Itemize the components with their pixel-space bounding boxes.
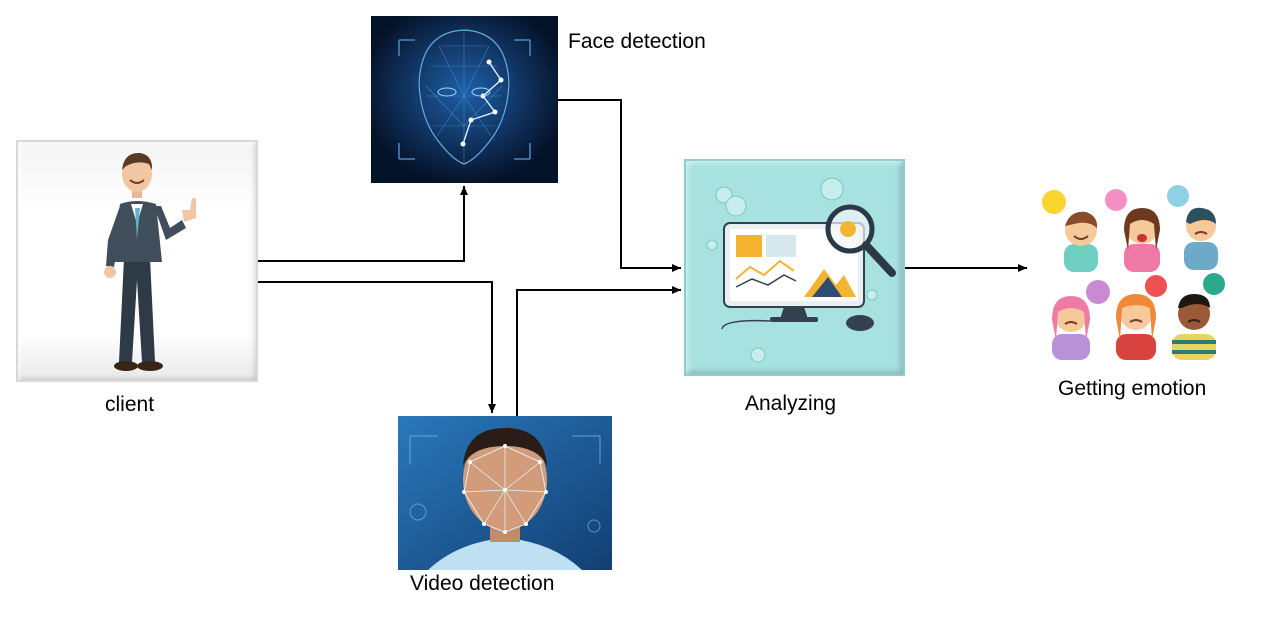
monitor-analytics-magnifier-icon <box>706 177 896 363</box>
video-detection-label: Video detection <box>410 572 555 595</box>
happy-kid-icon <box>1064 211 1098 272</box>
sad-kid-icon <box>1184 207 1218 270</box>
grumpy-boy-icon <box>1172 294 1216 360</box>
analyzing-label: Analyzing <box>745 392 837 415</box>
emotion-faces-icon <box>1042 185 1225 360</box>
angry-girl-icon <box>1116 294 1156 360</box>
upset-girl-icon <box>1052 296 1090 360</box>
getting-emotion-label: Getting emotion <box>1058 377 1207 400</box>
arrow-client-to-video-detection <box>258 281 496 413</box>
crying-kid-icon <box>1124 208 1160 272</box>
arrow-video-detection-to-analyzing <box>516 286 681 416</box>
businessman-thumbs-up-icon <box>104 152 196 371</box>
face-mesh-photo-icon <box>398 416 612 570</box>
client-label: client <box>105 393 155 416</box>
face-detection-label: Face detection <box>568 30 706 53</box>
client-image-frame <box>16 140 258 382</box>
wireframe-face-scan-icon <box>371 16 558 183</box>
video-detection-image-frame <box>398 416 612 570</box>
arrow-client-to-face-detection <box>258 186 468 262</box>
analyzing-image-frame <box>684 159 905 376</box>
getting-emotion-image-frame <box>1030 180 1230 362</box>
face-detection-image-frame <box>371 16 558 183</box>
arrow-face-detection-to-analyzing <box>558 99 681 272</box>
